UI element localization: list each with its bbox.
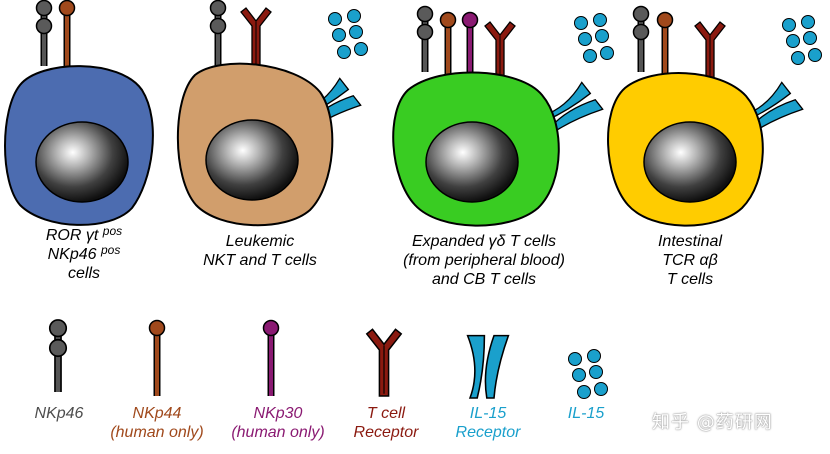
- legend-nkp44-icon: [148, 319, 166, 396]
- legend-icons: [50, 320, 608, 399]
- tcr-receptor-icon: [240, 7, 272, 67]
- legend-label-nkp30: NKp30 (human only): [231, 405, 325, 441]
- legend-label-il15-receptor: IL-15 Receptor: [455, 405, 521, 441]
- legend-tcr-icon: [366, 328, 402, 397]
- nkp44-receptor-icon: [441, 13, 456, 79]
- legend-nkp46-icon: [50, 320, 67, 392]
- nkp44-receptor-icon: [658, 13, 673, 79]
- il15-dots-icon: [782, 15, 822, 65]
- caption-leukemic: Leukemic NKT and T cells: [203, 233, 317, 269]
- legend-il15-receptor-icon: [466, 334, 510, 399]
- nkp44-receptor-icon: [60, 1, 75, 67]
- cell-expanded-gamma-delta: [392, 7, 614, 227]
- nucleus-icon: [425, 121, 519, 203]
- nkp46-receptor-icon: [37, 1, 52, 67]
- nucleus-icon: [643, 121, 737, 203]
- il15-dots-icon: [574, 13, 614, 63]
- nkp46-receptor-icon: [634, 7, 649, 73]
- legend-label-nkp44: NKp44 (human only): [110, 405, 204, 441]
- caption-intestinal: Intestinal TCR αβ T cells: [657, 233, 723, 288]
- nkp30-receptor-icon: [463, 13, 478, 79]
- legend-il15-dots-icon: [568, 349, 608, 399]
- nucleus-icon: [205, 119, 299, 201]
- legend-label-tcr: T cell Receptor: [353, 405, 419, 441]
- legend-label-nkp46: NKp46: [34, 405, 84, 422]
- caption-ror: ROR γt pos NKp46 pos cells: [45, 224, 123, 282]
- cell-leukemic: [176, 1, 368, 227]
- il15-dots-icon: [328, 9, 368, 59]
- cell-intestinal-tcr-ab: [607, 7, 822, 227]
- watermark: 知乎 @药研网: [652, 412, 773, 433]
- nkp46-receptor-icon: [418, 7, 433, 73]
- cell-ror-gamma-t: [4, 1, 154, 226]
- tcr-receptor-icon: [694, 21, 726, 81]
- nkp46-receptor-icon: [211, 1, 226, 67]
- nucleus-icon: [35, 121, 129, 203]
- legend-nkp30-icon: [262, 319, 280, 396]
- legend-label-il15: IL-15: [567, 405, 605, 422]
- caption-expanded: Expanded γδ T cells (from peripheral blo…: [403, 233, 565, 288]
- tcr-receptor-icon: [484, 21, 516, 81]
